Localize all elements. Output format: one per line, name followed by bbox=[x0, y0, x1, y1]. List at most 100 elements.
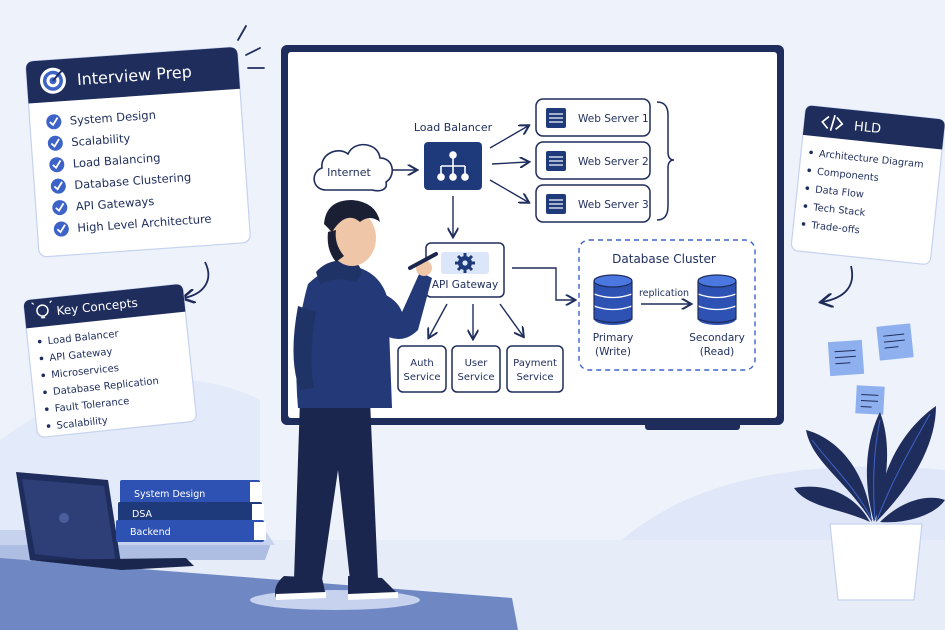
internet-label: Internet bbox=[327, 166, 371, 179]
primary-label: Primary bbox=[593, 332, 634, 344]
arrow-gateway-auth bbox=[429, 303, 448, 337]
check-circle-icon bbox=[50, 178, 66, 194]
books: System Design DSA Backend bbox=[116, 480, 266, 542]
whiteboard-marker-tray bbox=[645, 420, 740, 430]
book-system-design: System Design bbox=[120, 480, 262, 504]
bullet-icon bbox=[46, 424, 51, 428]
check-circle-icon bbox=[47, 135, 63, 151]
service-label: User bbox=[465, 358, 489, 369]
interview-prep-card: Interview Prep System DesignScalabilityL… bbox=[25, 46, 251, 258]
api-gateway-label: API Gateway bbox=[432, 279, 498, 291]
code-icon bbox=[821, 114, 844, 132]
check-circle-icon bbox=[53, 221, 69, 237]
book-title: System Design bbox=[134, 489, 205, 500]
server-icon bbox=[546, 194, 566, 214]
web-server-bracket bbox=[656, 101, 675, 221]
bullet-icon bbox=[805, 186, 810, 190]
checklist-label: API Gateways bbox=[75, 194, 154, 213]
book-title: Backend bbox=[130, 527, 171, 538]
bullet-icon bbox=[803, 204, 808, 208]
checklist-label: System Design bbox=[69, 108, 156, 128]
check-circle-icon bbox=[46, 114, 62, 130]
checklist-item: Load Balancing bbox=[49, 150, 161, 173]
marker-icon bbox=[408, 252, 438, 270]
hoodie bbox=[296, 266, 392, 408]
bullet-icon bbox=[45, 407, 49, 411]
target-icon bbox=[39, 67, 66, 94]
secondary-sublabel: (Read) bbox=[700, 346, 735, 358]
replication-label: replication bbox=[639, 288, 689, 299]
hld-label: Data Flow bbox=[815, 185, 865, 201]
arrow-gateway-db bbox=[512, 267, 574, 300]
auth-service-node: Auth Service bbox=[397, 345, 447, 393]
user-service-node: User Service bbox=[451, 345, 501, 393]
concept-item: Scalability bbox=[46, 415, 108, 432]
hld-item: Trade-offs bbox=[801, 220, 860, 236]
checklist-item: API Gateways bbox=[52, 194, 155, 216]
hair bbox=[324, 200, 380, 232]
database-icon bbox=[697, 274, 737, 325]
arrow-hld bbox=[822, 265, 854, 302]
gear-icon bbox=[455, 253, 475, 273]
book-title: DSA bbox=[132, 509, 153, 520]
bullet-icon bbox=[807, 168, 812, 173]
bullet-icon bbox=[809, 150, 813, 155]
hld-item: Data Flow bbox=[805, 185, 865, 201]
database-cluster-title: Database Cluster bbox=[612, 252, 716, 266]
bullet-icon bbox=[39, 356, 44, 361]
service-label: Payment bbox=[513, 358, 557, 369]
check-circle-icon bbox=[49, 157, 65, 173]
web-server-1: Web Server 1 bbox=[535, 98, 651, 137]
primary-sublabel: (Write) bbox=[595, 346, 631, 358]
service-label: Service bbox=[458, 372, 495, 383]
payment-service-node: Payment Service bbox=[506, 345, 564, 393]
secondary-label: Secondary bbox=[689, 332, 745, 344]
checklist-label: Scalability bbox=[71, 131, 131, 149]
web-server-3: Web Server 3 bbox=[535, 184, 651, 223]
bullet-icon bbox=[41, 373, 46, 378]
web-server-label: Web Server 2 bbox=[578, 156, 649, 168]
database-cluster: Database Cluster Primary (Write) replica… bbox=[578, 239, 756, 371]
server-icon bbox=[546, 108, 566, 128]
book-backend: Backend bbox=[116, 520, 266, 542]
person bbox=[250, 200, 438, 610]
sticky-notes bbox=[827, 323, 914, 415]
service-label: Auth bbox=[410, 358, 433, 369]
bullet-icon bbox=[43, 390, 47, 395]
hld-label: Trade-offs bbox=[810, 220, 860, 236]
spark-lines bbox=[237, 25, 265, 69]
hld-title: HLD bbox=[853, 119, 881, 137]
service-label: Service bbox=[404, 372, 441, 383]
web-server-2: Web Server 2 bbox=[535, 141, 651, 180]
arrow-lb-ws2 bbox=[491, 162, 528, 164]
load-balancer-label: Load Balancer bbox=[414, 121, 493, 134]
bullet-icon bbox=[37, 339, 42, 344]
load-balancer-node bbox=[424, 142, 482, 190]
check-circle-icon bbox=[52, 200, 68, 216]
trousers bbox=[294, 400, 378, 580]
database-icon bbox=[593, 274, 633, 325]
arrow-lb-ws1 bbox=[489, 126, 528, 149]
api-gateway-node: API Gateway bbox=[425, 242, 505, 298]
raised-arm bbox=[372, 272, 432, 339]
service-label: Service bbox=[517, 372, 554, 383]
lightbulb-icon bbox=[31, 300, 52, 319]
server-icon bbox=[546, 151, 566, 171]
web-server-label: Web Server 1 bbox=[578, 113, 649, 125]
arrow-prep-to-concepts bbox=[184, 261, 210, 298]
book-dsa: DSA bbox=[118, 502, 264, 524]
left-shoe bbox=[275, 576, 326, 598]
bullet-icon bbox=[801, 222, 806, 226]
network-icon bbox=[437, 151, 469, 181]
laptop bbox=[16, 472, 194, 570]
concept-label: Scalability bbox=[56, 415, 108, 431]
checklist-label: Load Balancing bbox=[72, 150, 161, 170]
internet-node: Internet bbox=[313, 143, 393, 192]
web-server-label: Web Server 3 bbox=[578, 199, 649, 211]
arrow-lb-ws3 bbox=[489, 179, 528, 202]
logo-icon bbox=[59, 513, 69, 523]
